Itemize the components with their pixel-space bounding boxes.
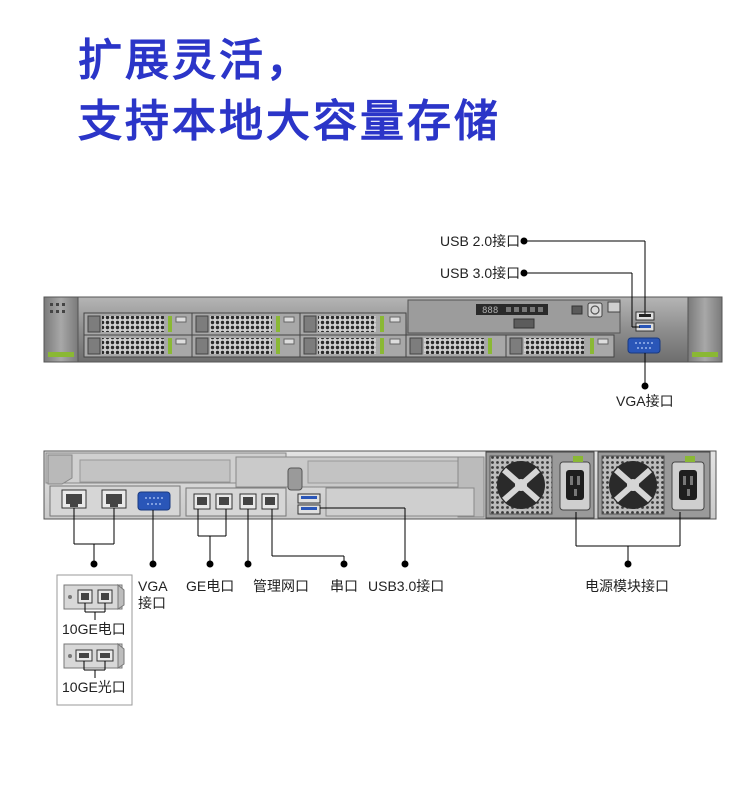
front-callouts xyxy=(520,237,649,390)
rear-ge-port[interactable] xyxy=(193,493,211,510)
front-usb30-label: USB 3.0接口 xyxy=(440,265,521,281)
rear-ge-port[interactable] xyxy=(215,493,233,510)
10ge-optical-label: 10GE光口 xyxy=(62,679,126,695)
drive-bay[interactable] xyxy=(299,312,407,336)
rear-vga-label-line2: 接口 xyxy=(138,595,166,611)
drive-bay[interactable] xyxy=(191,334,301,358)
left-rack-ear xyxy=(43,296,79,363)
rear-vga-port[interactable] xyxy=(137,491,171,511)
power-supply-module[interactable] xyxy=(597,451,711,519)
right-rack-ear xyxy=(687,296,723,363)
rear-power-label: 电源模块接口 xyxy=(585,578,669,594)
10ge-options-inset xyxy=(56,574,133,706)
drive-bay[interactable] xyxy=(405,334,507,358)
headline-line-1: 扩展灵活， xyxy=(78,35,313,86)
headline-line-2: 支持本地大容量存储 xyxy=(78,96,501,147)
rear-mgmt-label: 管理网口 xyxy=(253,578,309,594)
front-usb20-label: USB 2.0接口 xyxy=(440,233,521,249)
power-icon xyxy=(590,305,600,315)
10ge-optical-card xyxy=(63,642,125,678)
rear-10ge-port[interactable] xyxy=(101,489,127,509)
rear-10ge-port[interactable] xyxy=(61,489,87,509)
rear-vga-label-line1: VGA xyxy=(138,578,168,594)
power-supply-module[interactable] xyxy=(485,451,595,519)
uid-indicator xyxy=(571,305,583,315)
rear-thumbscrew[interactable] xyxy=(287,467,303,491)
front-panel: 888 xyxy=(43,296,723,363)
drive-bay[interactable] xyxy=(505,334,615,358)
usb-icon xyxy=(607,301,621,313)
rear-panel xyxy=(43,450,717,520)
rear-ge-label: GE电口 xyxy=(186,578,235,594)
front-vga-label: VGA接口 xyxy=(616,393,674,409)
drive-bay[interactable] xyxy=(191,312,301,336)
rear-serial-label: 串口 xyxy=(330,578,358,594)
rear-serial-port[interactable] xyxy=(261,493,279,510)
rear-usb30-label: USB3.0接口 xyxy=(368,578,445,594)
service-port[interactable] xyxy=(513,318,535,329)
front-vga-port[interactable] xyxy=(627,337,661,354)
rear-mgmt-port[interactable] xyxy=(239,493,257,510)
front-display xyxy=(476,304,548,315)
drive-bay[interactable] xyxy=(83,334,193,358)
rear-callouts xyxy=(73,507,681,568)
drive-bay[interactable] xyxy=(83,312,193,336)
front-display-readout: 888 xyxy=(482,306,498,316)
10ge-electric-card xyxy=(63,583,125,620)
drive-bay[interactable] xyxy=(299,334,407,358)
power-button[interactable] xyxy=(587,302,603,318)
10ge-electric-label: 10GE电口 xyxy=(62,621,126,637)
